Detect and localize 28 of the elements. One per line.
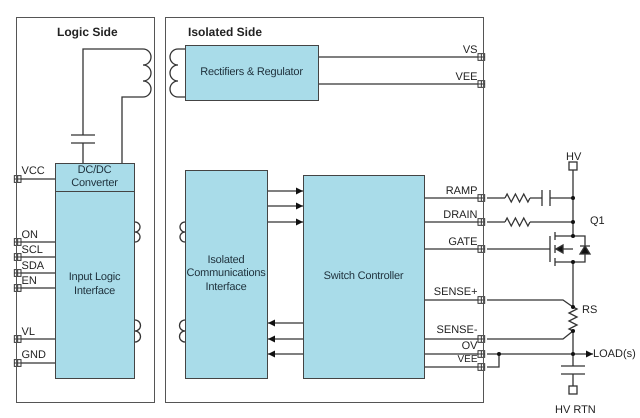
pin-label: VEE — [434, 70, 478, 84]
component-label: RS — [582, 303, 598, 317]
signal-arrow — [573, 350, 593, 358]
signal-arrow — [268, 202, 303, 210]
signal-arrow — [268, 320, 303, 326]
signal-arrow — [268, 218, 303, 226]
pin-label: DRAIN — [424, 208, 478, 222]
output-label: LOAD(s) — [593, 347, 639, 361]
panel-region — [16, 17, 155, 403]
hv-label: HV — [566, 150, 582, 164]
signal-arrow — [268, 336, 303, 342]
signal-arrow — [268, 188, 303, 194]
region-heading: Isolated Side — [188, 25, 262, 39]
function-block: Isolated Communications Interface — [184, 170, 268, 378]
panel-region — [165, 17, 484, 403]
terminal-label: HV RTN — [555, 403, 596, 417]
function-block: Rectifiers & Regulator — [184, 44, 318, 100]
pin-label: GATE — [424, 234, 478, 248]
pin-label: RAMP — [424, 184, 478, 198]
pin-label: OV — [444, 338, 478, 352]
function-block: DC/DC Converter — [54, 162, 134, 192]
region-heading: Logic Side — [57, 25, 118, 39]
pin-label: VEE — [444, 354, 478, 366]
pin-label: VS — [444, 42, 478, 56]
signal-arrow — [268, 350, 303, 358]
function-block: Switch Controller — [302, 174, 424, 378]
function-block: Input Logic Interface — [54, 190, 134, 378]
component-label: Q1 — [590, 214, 605, 228]
